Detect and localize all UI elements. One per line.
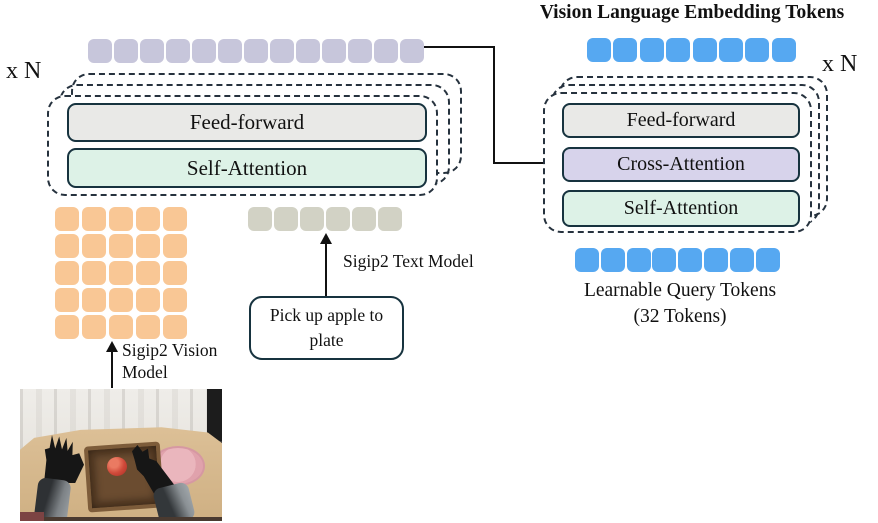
- table-edge: [20, 517, 222, 521]
- token: [55, 207, 79, 231]
- token: [639, 38, 664, 62]
- token: [718, 38, 743, 62]
- token: [163, 315, 187, 339]
- token: [55, 261, 79, 285]
- token: [729, 248, 754, 272]
- prompt-line2: plate: [309, 330, 344, 350]
- embedding-token-row: [587, 38, 796, 62]
- token: [109, 261, 133, 285]
- connector-horizontal-bottom: [493, 162, 551, 164]
- vision-model-label-line1: Sigip2 Vision: [122, 340, 218, 360]
- token: [166, 39, 190, 63]
- token: [692, 38, 717, 62]
- text-model-label: Sigip2 Text Model: [343, 251, 474, 271]
- query-tokens-label: Learnable Query Tokens: [583, 280, 777, 301]
- token: [109, 288, 133, 312]
- cross-attention-label: Cross-Attention: [617, 153, 745, 175]
- text-arrow-line: [325, 242, 327, 297]
- token: [348, 39, 372, 63]
- token: [300, 207, 324, 231]
- token: [626, 248, 651, 272]
- cross-attention-layer: Cross-Attention: [562, 147, 800, 182]
- token: [163, 288, 187, 312]
- vision-patch-token-grid: [55, 207, 187, 339]
- equipment-corner: [207, 389, 222, 441]
- token: [326, 207, 350, 231]
- token: [400, 39, 424, 63]
- query-tokens-count: (32 Tokens): [633, 306, 727, 327]
- token: [652, 248, 677, 272]
- token: [163, 261, 187, 285]
- token: [218, 39, 242, 63]
- token: [136, 261, 160, 285]
- token: [678, 248, 703, 272]
- token: [244, 39, 268, 63]
- prompt-box: Pick up apple to plate: [249, 296, 404, 360]
- vision-model-label-line2: Model: [122, 361, 168, 382]
- token: [270, 39, 294, 63]
- connector-vertical: [493, 46, 495, 164]
- token: [352, 207, 376, 231]
- vision-arrow-line: [111, 350, 113, 388]
- token: [109, 234, 133, 258]
- token: [88, 39, 112, 63]
- token: [600, 248, 625, 272]
- query-token-row: [575, 248, 780, 272]
- connector-horizontal-top: [424, 46, 495, 48]
- floor-corner: [20, 512, 44, 521]
- token: [322, 39, 346, 63]
- right-feed-forward-label: Feed-forward: [626, 109, 736, 131]
- token: [296, 39, 320, 63]
- token: [82, 207, 106, 231]
- token: [378, 207, 402, 231]
- token: [745, 38, 770, 62]
- right-block-title: Vision Language Embedding Tokens: [539, 2, 845, 23]
- vision-arrow-head-icon: [106, 341, 118, 352]
- token: [136, 288, 160, 312]
- token: [109, 207, 133, 231]
- right-self-attention-label: Self-Attention: [623, 197, 739, 219]
- right-self-attention-layer: Self-Attention: [562, 190, 800, 227]
- right-repeat-label: x N: [822, 51, 858, 77]
- token: [55, 288, 79, 312]
- token: [114, 39, 138, 63]
- token: [136, 207, 160, 231]
- token: [82, 288, 106, 312]
- token: [136, 234, 160, 258]
- token: [82, 234, 106, 258]
- left-self-attention-label: Self-Attention: [186, 155, 308, 180]
- token: [666, 38, 691, 62]
- token: [703, 248, 728, 272]
- text-arrow-head-icon: [320, 233, 332, 244]
- token: [192, 39, 216, 63]
- token: [587, 38, 611, 62]
- token: [82, 315, 106, 339]
- left-self-attention-layer: Self-Attention: [67, 148, 427, 188]
- token: [55, 315, 79, 339]
- camera-image: [20, 389, 222, 521]
- vision-model-label: Sigip2 Vision Model: [122, 340, 217, 384]
- token: [109, 315, 133, 339]
- token: [575, 248, 599, 272]
- token: [248, 207, 272, 231]
- token: [613, 38, 638, 62]
- token: [163, 234, 187, 258]
- apple: [107, 457, 127, 476]
- left-feed-forward-layer: Feed-forward: [67, 103, 427, 142]
- token: [136, 315, 160, 339]
- token: [82, 261, 106, 285]
- token: [374, 39, 398, 63]
- prompt-line1: Pick up apple to: [269, 304, 384, 325]
- left-feed-forward-label: Feed-forward: [189, 110, 305, 134]
- token: [771, 38, 796, 62]
- left-repeat-label: x N: [6, 58, 42, 84]
- token: [755, 248, 780, 272]
- right-feed-forward-layer: Feed-forward: [562, 103, 800, 138]
- token: [55, 234, 79, 258]
- token: [274, 207, 298, 231]
- left-output-token-row: [88, 39, 424, 63]
- text-token-row: [248, 207, 402, 231]
- token: [163, 207, 187, 231]
- token: [140, 39, 164, 63]
